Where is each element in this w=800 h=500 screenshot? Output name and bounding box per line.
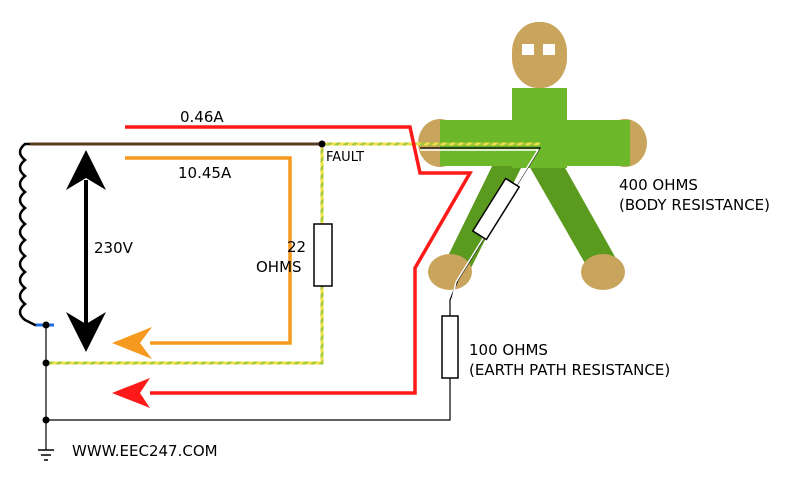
transformer-coil — [18, 142, 45, 327]
right-foot — [581, 254, 625, 290]
junction-neutral — [42, 321, 50, 329]
junction-earth — [42, 359, 50, 367]
left-foot — [428, 254, 472, 290]
fault-current-path — [125, 156, 292, 345]
body-resistance-desc: (BODY RESISTANCE) — [619, 196, 770, 214]
voltage-arrow-up-icon — [66, 150, 106, 190]
earth-wire — [46, 142, 540, 365]
body-current-label: 0.46A — [180, 108, 224, 126]
body-current-path — [125, 125, 474, 395]
fault-resistance-unit: OHMS — [256, 258, 302, 276]
body-resistor — [471, 177, 521, 241]
human-figure — [418, 22, 647, 290]
return-wire — [45, 325, 451, 421]
voltage-arrow-down-icon — [66, 312, 106, 352]
fault-label: FAULT — [326, 150, 364, 165]
fault-junction — [318, 140, 326, 148]
fault-current-arrow-icon — [112, 327, 152, 359]
fault-resistance-value: 22 — [287, 238, 306, 256]
voltage-label: 230V — [94, 239, 134, 257]
fault-resistor — [313, 223, 333, 287]
junction-ground — [42, 416, 50, 424]
earth-path-resistor — [441, 315, 459, 379]
website-label: WWW.EEC247.COM — [72, 442, 218, 460]
fault-current-label: 10.45A — [178, 164, 232, 182]
right-eye — [543, 44, 555, 55]
left-eye — [522, 44, 534, 55]
right-leg — [520, 150, 618, 272]
torso — [512, 88, 567, 168]
body-current-arrow-icon — [112, 378, 150, 408]
head — [512, 22, 567, 88]
body-resistance-value: 400 OHMS — [619, 176, 698, 194]
earth-resistance-value: 100 OHMS — [469, 341, 548, 359]
earth-resistance-desc: (EARTH PATH RESISTANCE) — [469, 361, 670, 379]
ground-symbol-icon — [38, 449, 54, 461]
